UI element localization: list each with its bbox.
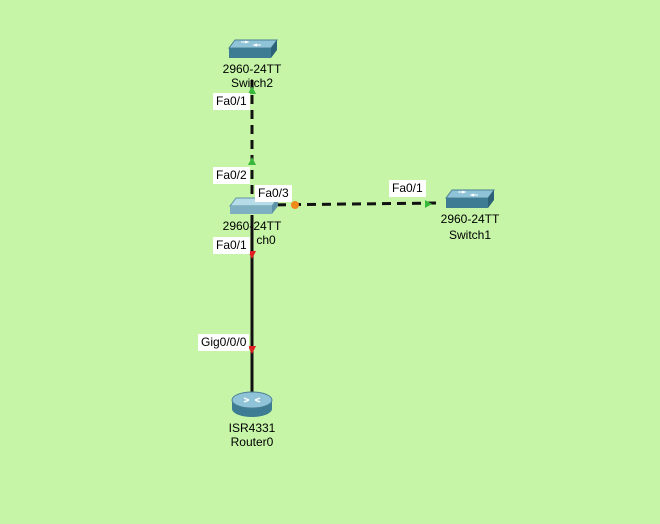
- device-name-label: Router0: [230, 435, 274, 449]
- link-status-down-indicator: [248, 251, 256, 259]
- port-label: Fa0/1: [213, 237, 250, 254]
- link-switch0-switch1[interactable]: [261, 201, 441, 207]
- device-model-label: 2960-24TT: [222, 219, 282, 233]
- port-label: Gig0/0/0: [198, 334, 250, 351]
- device-name-label: Switch1: [448, 228, 492, 242]
- link-status-blocking-indicator: [291, 201, 299, 209]
- switch-icon[interactable]: [227, 38, 279, 60]
- router-icon[interactable]: [230, 389, 274, 419]
- port-label: Fa0/2: [213, 167, 250, 184]
- port-label: Fa0/3: [255, 185, 292, 202]
- device-name-label: ch0: [256, 233, 276, 247]
- switch-icon[interactable]: [444, 188, 496, 210]
- link-status-down-indicator: [248, 346, 256, 354]
- device-model-label: ISR4331: [228, 421, 276, 435]
- link-status-up-indicator: [248, 86, 256, 94]
- switch-icon[interactable]: [228, 196, 280, 218]
- port-label: Fa0/1: [213, 93, 250, 110]
- device-model-label: 2960-24TT: [222, 62, 282, 76]
- device-model-label: 2960-24TT: [440, 212, 500, 226]
- link-status-up-indicator: [425, 200, 432, 208]
- device-name-label: Switch2: [230, 76, 274, 90]
- link-status-up-indicator: [248, 157, 256, 165]
- port-label: Fa0/1: [389, 180, 426, 197]
